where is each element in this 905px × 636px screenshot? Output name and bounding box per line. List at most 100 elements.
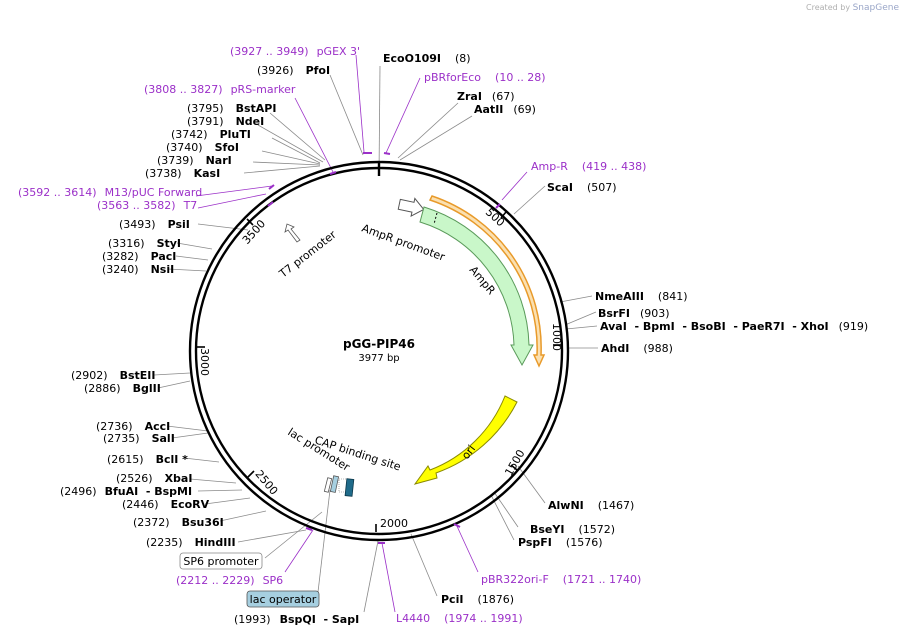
- enzyme-pcii: PciI (1876): [441, 593, 514, 606]
- enzyme-bsu36i-pos: (2372): [133, 516, 170, 529]
- tick-2500-mark: [247, 470, 255, 478]
- enzyme-bfuai-pos: (2496): [60, 485, 97, 498]
- enzyme-ndei-name: NdeI: [236, 115, 265, 128]
- primer-pbrforeco-name: pBRforEco: [424, 71, 481, 84]
- primer-m13puc-range: (3592 .. 3614): [18, 186, 97, 199]
- enzyme-nmeaiii-pos: (841): [658, 290, 688, 303]
- enzyme-aatii-pos: (69): [513, 103, 536, 116]
- primer-pbr322ori-range: (1721 .. 1740): [563, 573, 642, 586]
- tick-500-mark: [500, 211, 507, 219]
- enzyme-scai: ScaI(507): [547, 181, 617, 194]
- credit-brand: SnapGene: [852, 3, 899, 13]
- leader-sp6: [284, 529, 314, 573]
- enzyme-nsii: (3240)NsiI: [102, 263, 174, 276]
- enzyme-ecorv-name: EcoRV: [171, 498, 210, 511]
- primer-t7: (3563 .. 3582)T7: [97, 199, 197, 212]
- enzyme-avai-name: AvaI - BpmI - BsoBI - PaeR7I - XhoI: [600, 320, 829, 333]
- enzyme-pcii-pos: (1876): [477, 593, 514, 606]
- enzyme-bfuai: (2496)BfuAI - BspMI: [60, 485, 192, 498]
- primer-ampr-range: (419 .. 438): [582, 160, 647, 173]
- enzyme-bsu36i-name: Bsu36I: [182, 516, 224, 529]
- primer-sites: [267, 152, 501, 544]
- enzyme-ecoo109i-name: EcoO109I: [383, 52, 441, 65]
- tick-2500-label: 2500: [252, 468, 280, 498]
- features: [284, 195, 546, 497]
- enzyme-scai-pos: (507): [587, 181, 617, 194]
- leader-zrai: [397, 102, 459, 159]
- site-ampr-primer: [495, 203, 501, 209]
- enzyme-nmeaiii-name: NmeAIII: [595, 290, 644, 303]
- ampr-primer-arrow: [428, 195, 546, 368]
- enzyme-bseyi-pos: (1572): [578, 523, 615, 536]
- enzyme-nari: (3739)NarI: [157, 154, 232, 167]
- enzyme-sali-name: SalI: [152, 432, 175, 445]
- leader-pgex3: [355, 54, 365, 153]
- sp6-promoter-label: SP6 promoter: [183, 555, 259, 568]
- enzyme-avai: AvaI - BpmI - BsoBI - PaeR7I - XhoI(919): [600, 320, 868, 333]
- leader-lac-operator: [317, 489, 331, 593]
- enzyme-nsii-name: NsiI: [151, 263, 175, 276]
- leader-xbai: [189, 478, 237, 484]
- tick-1000-label: 1000: [550, 323, 563, 351]
- primer-l4440: L4440(1974 .. 1991): [396, 612, 523, 625]
- tick-3500-mark: [246, 218, 254, 226]
- enzyme-sali: (2735)SalI: [103, 432, 175, 445]
- enzyme-psii-name: PsiI: [168, 218, 190, 231]
- enzyme-styi: (3316)StyI: [108, 237, 181, 250]
- site-pbrforeco: [383, 152, 391, 155]
- tick-3000-label: 3000: [198, 348, 211, 376]
- primer-prsmarker-name: pRS-marker: [231, 83, 296, 96]
- enzyme-hindiii: (2235)HindIII: [146, 536, 236, 549]
- boxed-labels: SP6 promoter lac operator: [179, 552, 320, 608]
- leader-nari: [252, 161, 321, 166]
- enzyme-pluti-pos: (3742): [171, 128, 208, 141]
- leader-bsteii: [153, 372, 191, 376]
- site-t7: [267, 201, 274, 207]
- leader-ecoo109i: [378, 65, 381, 177]
- primer-pgex3-name: pGEX 3': [317, 45, 361, 58]
- enzyme-sfoi-name: SfoI: [215, 141, 239, 154]
- leader-aatii: [399, 115, 473, 161]
- enzyme-sfoi-pos: (3740): [166, 141, 203, 154]
- enzyme-pfoi-name: PfoI: [306, 64, 331, 77]
- enzyme-alwni: AlwNI(1467): [548, 499, 634, 512]
- enzyme-bspqi-pos: (1993): [234, 613, 271, 626]
- enzyme-nari-pos: (3739): [157, 154, 194, 167]
- enzyme-acci: (2736)AccI: [96, 420, 170, 433]
- enzyme-bseyi: BseYI(1572): [530, 523, 615, 536]
- enzyme-pcii-name: PciI: [441, 593, 463, 606]
- enzyme-bsrfi: BsrFI(903): [598, 307, 670, 320]
- sp6-promoter-box: [179, 552, 263, 570]
- enzyme-xbai: (2526)XbaI: [116, 472, 192, 485]
- primer-pgex3: (3927 .. 3949)pGEX 3': [230, 45, 360, 58]
- primer-pbr322ori-name: pBR322ori-F: [481, 573, 549, 586]
- leader-nmeaiii: [559, 295, 593, 303]
- primer-pbr322ori: pBR322ori-F (1721 .. 1740): [481, 573, 641, 586]
- leader-pcii: [410, 533, 438, 597]
- leader-l4440: [381, 542, 396, 613]
- enzyme-zrai-pos: (67): [492, 90, 515, 103]
- ori-arrow: [413, 395, 518, 485]
- primer-sp6: (2212 .. 2229)SP6: [176, 574, 283, 587]
- leader-sali: [171, 432, 209, 439]
- enzyme-zrai-name: ZraI: [457, 90, 482, 103]
- plasmid-length: 3977 bp: [358, 353, 399, 364]
- leader-prsmarker: [294, 97, 334, 173]
- snapgene-credit: Created by SnapGene: [806, 3, 899, 13]
- lac-operator-box: [246, 590, 320, 608]
- tick-1500-mark: [510, 464, 518, 471]
- leader-sfoi: [261, 150, 321, 165]
- plasmid-name: pGG-PIP46: [343, 337, 415, 351]
- ampr-gene-arrow: [419, 206, 534, 367]
- leader-styi: [176, 242, 213, 250]
- enzyme-psii: (3493)PsiI: [119, 218, 190, 231]
- enzyme-acci-pos: (2736): [96, 420, 133, 433]
- leader-bstapi: [269, 112, 326, 161]
- leader-paci: [175, 255, 209, 261]
- enzyme-pluti: (3742)PluTI: [171, 128, 251, 141]
- leader-acci: [166, 425, 209, 432]
- ampr-promoter-arrow: [397, 197, 425, 217]
- enzyme-bsteii-name: BstEII: [120, 369, 156, 382]
- primer-pbrforeco: pBRforEco(10 .. 28): [424, 71, 546, 84]
